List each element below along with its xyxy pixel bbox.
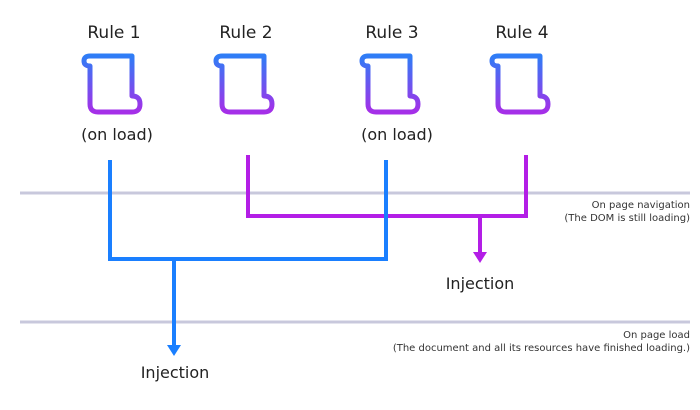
- onload-arrowhead: [167, 345, 181, 356]
- onload-connector: [108, 160, 388, 345]
- timeline-load-label: On page load (The document and all its r…: [393, 329, 690, 355]
- rule-3-title: Rule 3: [365, 23, 419, 43]
- rule-3-subtitle: (on load): [361, 125, 433, 144]
- timeline-navigation-label: On page navigation (The DOM is still loa…: [564, 199, 690, 225]
- rule-2-title: Rule 2: [219, 23, 273, 43]
- navigation-arrowhead: [473, 252, 487, 263]
- rule-1-subtitle: (on load): [81, 125, 153, 144]
- timeline-navigation-note: (The DOM is still loading): [564, 213, 690, 224]
- rule-1-title: Rule 1: [87, 23, 141, 43]
- navigation-injection-label: Injection: [445, 274, 515, 293]
- scroll-icon: [84, 56, 140, 112]
- scroll-icon: [362, 56, 418, 112]
- timeline-load-title: On page load: [623, 330, 690, 341]
- load-injection-label: Injection: [140, 363, 210, 382]
- timeline-load-note: (The document and all its resources have…: [392, 343, 690, 354]
- rule-4-title: Rule 4: [495, 23, 549, 43]
- scroll-icon: [216, 56, 272, 112]
- timeline-navigation-title: On page navigation: [591, 200, 690, 211]
- scroll-icon: [492, 56, 548, 112]
